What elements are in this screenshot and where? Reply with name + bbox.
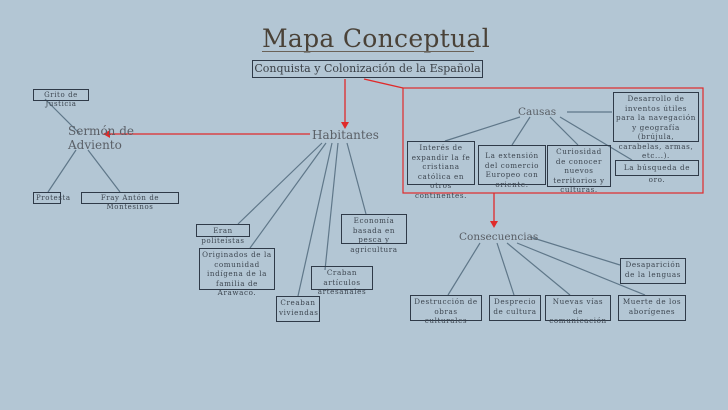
node-muerte-aborigenes: Muerte de los aborígenes xyxy=(618,295,686,321)
node-consecuencias: Consecuencias xyxy=(459,231,539,243)
node-desaparicion-lenguas: Desaparición de la lenguas xyxy=(620,258,686,284)
node-fray-anton: Fray Antón de Montesinos xyxy=(81,192,179,211)
node-originados: Originados de la comunidad indígena de l… xyxy=(199,248,275,297)
node-extension-comercio: La extensión del comercio Europeo con or… xyxy=(478,145,546,189)
causas-highlight-frame xyxy=(402,87,704,194)
subtitle-box: Conquista y Colonización de la Española xyxy=(252,60,483,78)
node-grito-justicia: Grito de Justicia xyxy=(33,89,89,108)
node-busqueda-oro: La búsqueda de oro. xyxy=(615,160,699,184)
node-protesta: Protesta xyxy=(33,192,70,204)
arrow-subtitle-causas xyxy=(363,78,404,89)
node-articulos-artesanales: Craban artículos artesanales xyxy=(311,266,373,296)
node-creaban-viviendas: Creaban viviendas xyxy=(276,296,320,322)
node-desprecio-cultura: Desprecio de cultura xyxy=(489,295,541,321)
node-destruccion-obras: Destrucción de obras culturales xyxy=(410,295,482,325)
title-underline xyxy=(262,51,474,52)
node-sermon: Sermón de Adviento xyxy=(68,124,134,152)
arrowhead-sermon xyxy=(103,130,110,138)
node-habitantes: Habitantes xyxy=(312,128,379,142)
node-economia: Economía basada en pesca y agricultura xyxy=(341,214,407,254)
node-curiosidad: Curiosidad de conocer nuevos territorios… xyxy=(547,145,611,194)
causas-connectors xyxy=(444,111,633,161)
arrowhead-habitantes xyxy=(341,122,349,129)
node-desarrollo-inventos: Desarrollo de inventos útiles para la na… xyxy=(613,92,699,160)
node-nuevas-vias: Nuevas vías de comunicación xyxy=(545,295,611,325)
page-title: Mapa Conceptual xyxy=(262,24,490,53)
consecuencias-connectors xyxy=(447,236,646,296)
node-causas: Causas xyxy=(518,106,557,118)
arrowhead-consecuencias xyxy=(490,221,498,228)
habitantes-connectors xyxy=(237,142,367,297)
node-interes-expandir: Interés de expandir la fe cristiana cató… xyxy=(407,141,475,200)
node-eran-politeistas: Eran politeístas xyxy=(196,224,250,245)
sermon-connectors xyxy=(44,98,121,193)
